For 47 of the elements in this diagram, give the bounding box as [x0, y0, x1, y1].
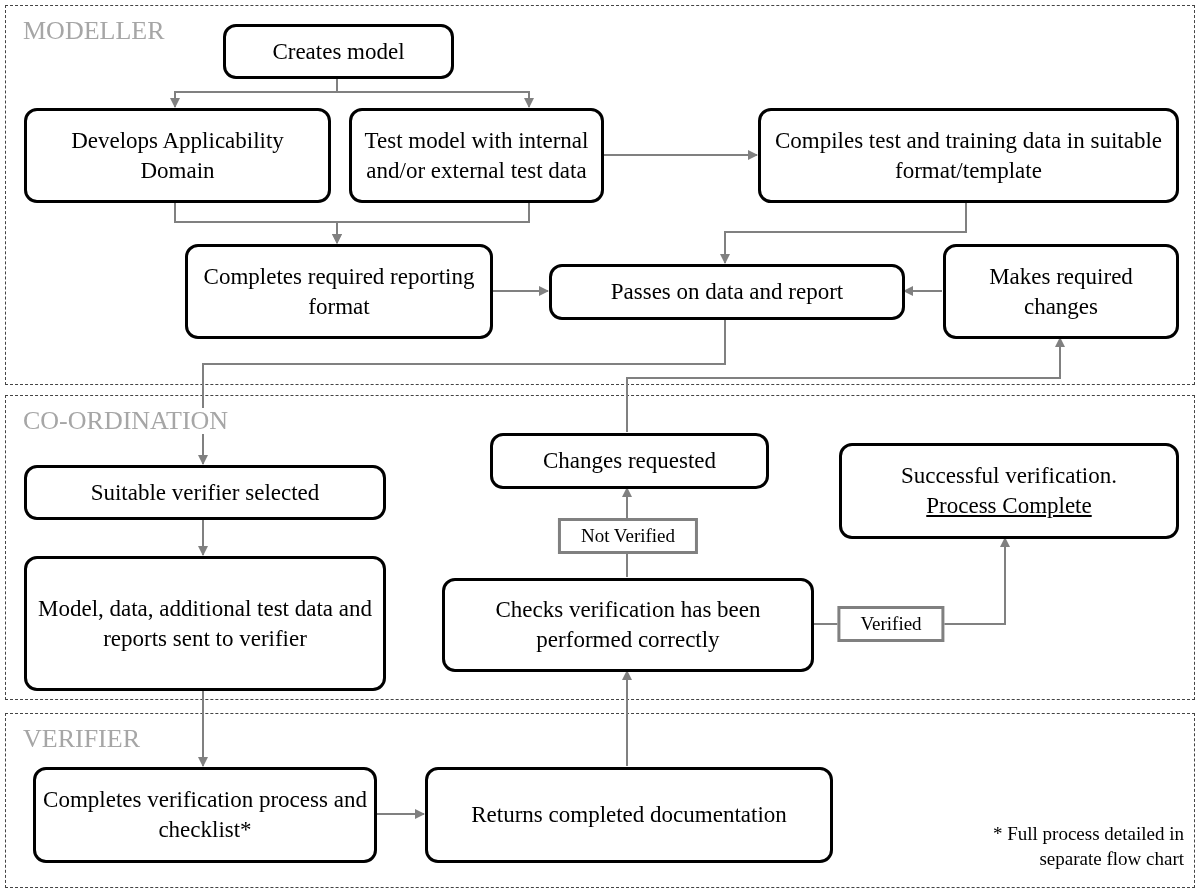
process-box	[24, 556, 386, 691]
box-text: Successful verification.	[901, 462, 1117, 491]
box-text: Makes required changes	[988, 262, 1134, 321]
box-text: Compiles test and training data in suitable format/template	[773, 126, 1164, 185]
process-box	[839, 443, 1179, 539]
arrow	[198, 518, 208, 556]
lane-title: CO-ORDINATION	[21, 408, 231, 434]
process-box	[425, 767, 833, 863]
swimlane	[5, 713, 1195, 888]
box-text: Completes required reporting format	[202, 262, 476, 321]
process-box	[442, 578, 814, 672]
process-box	[490, 433, 769, 489]
process-box	[223, 24, 454, 79]
box-text: Suitable verifier selected	[90, 478, 320, 507]
box-text: Test model with internal and/or external test data	[363, 126, 590, 185]
arrow	[375, 809, 425, 819]
arrow	[626, 337, 1065, 433]
swimlane	[5, 395, 1195, 700]
process-box	[33, 767, 377, 863]
arrow	[491, 286, 549, 296]
arrow	[720, 201, 967, 264]
box-text: Changes requested	[542, 447, 717, 476]
box-text: Checks verification has been performed correctly	[494, 596, 762, 654]
box-text: Model, data, additional test data and reports sent to verifier	[36, 594, 373, 653]
footnote: * Full process detailed in separate flow chart	[991, 822, 1184, 871]
box-text: Creates model	[272, 37, 405, 66]
process-box	[185, 244, 493, 339]
process-box	[24, 108, 331, 203]
swimlane	[5, 5, 1195, 385]
arrow	[602, 150, 758, 160]
edge-label: Verified	[837, 606, 945, 642]
arrow	[332, 201, 530, 244]
arrow	[903, 286, 943, 296]
edge-label: Not Verified	[557, 518, 699, 554]
box-text: Develops Applicability Domain	[70, 126, 285, 185]
box-text: Process Complete	[926, 492, 1092, 520]
box-text: Returns completed documentation	[471, 801, 787, 830]
process-box	[349, 108, 604, 203]
process-box	[549, 264, 905, 320]
process-box	[758, 108, 1179, 203]
arrow	[198, 318, 726, 465]
arrow	[198, 689, 208, 767]
box-text: Passes on data and report	[610, 278, 844, 307]
arrow	[622, 670, 632, 767]
box-text: Completes verification process and checklist*	[42, 786, 368, 844]
process-box	[24, 465, 386, 520]
process-box	[943, 244, 1179, 339]
